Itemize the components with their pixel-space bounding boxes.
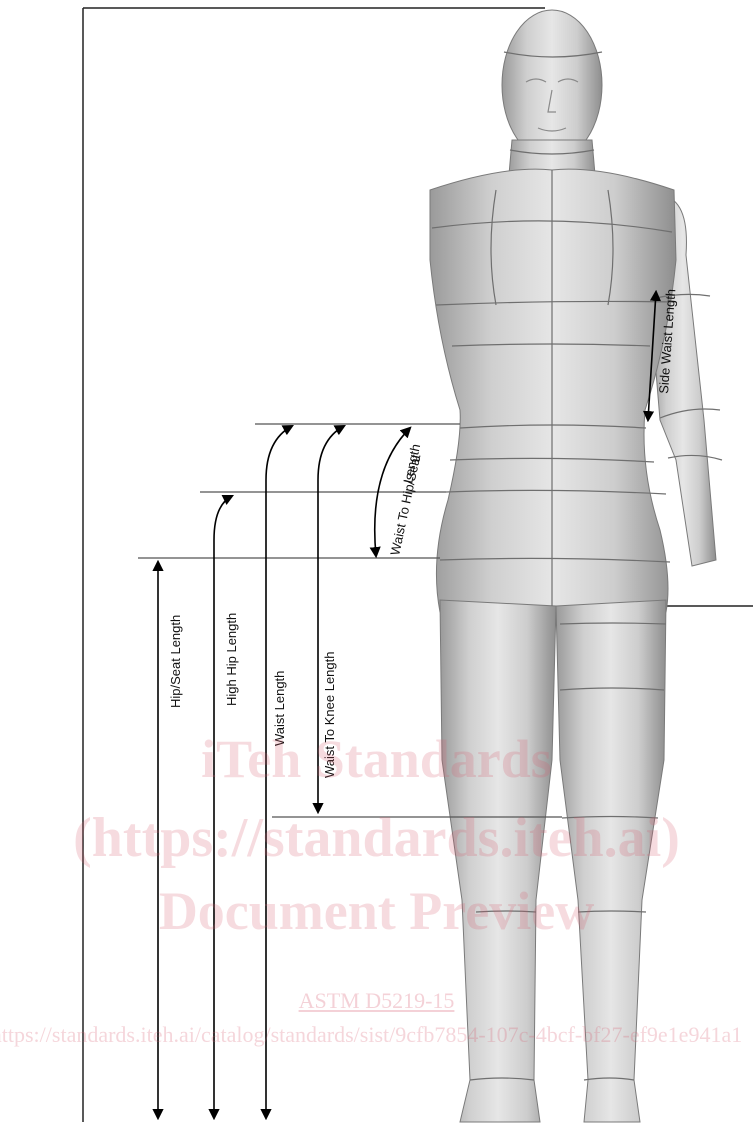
high-hip-length-arrow <box>214 496 232 1118</box>
waist-to-knee-length-label: Waist To Knee Length <box>322 652 337 778</box>
waist-length-arrow <box>266 426 292 1118</box>
high-hip-length-label: High Hip Length <box>224 613 239 706</box>
mannequin-torso <box>430 169 676 612</box>
waist-length-label: Waist Length <box>272 671 287 746</box>
mannequin-figure <box>430 10 716 1122</box>
mannequin-leg-left <box>440 600 556 1122</box>
mannequin-head <box>502 10 602 160</box>
mannequin-leg-right <box>556 600 666 1122</box>
hip-seat-length-label: Hip/Seat Length <box>168 615 183 708</box>
